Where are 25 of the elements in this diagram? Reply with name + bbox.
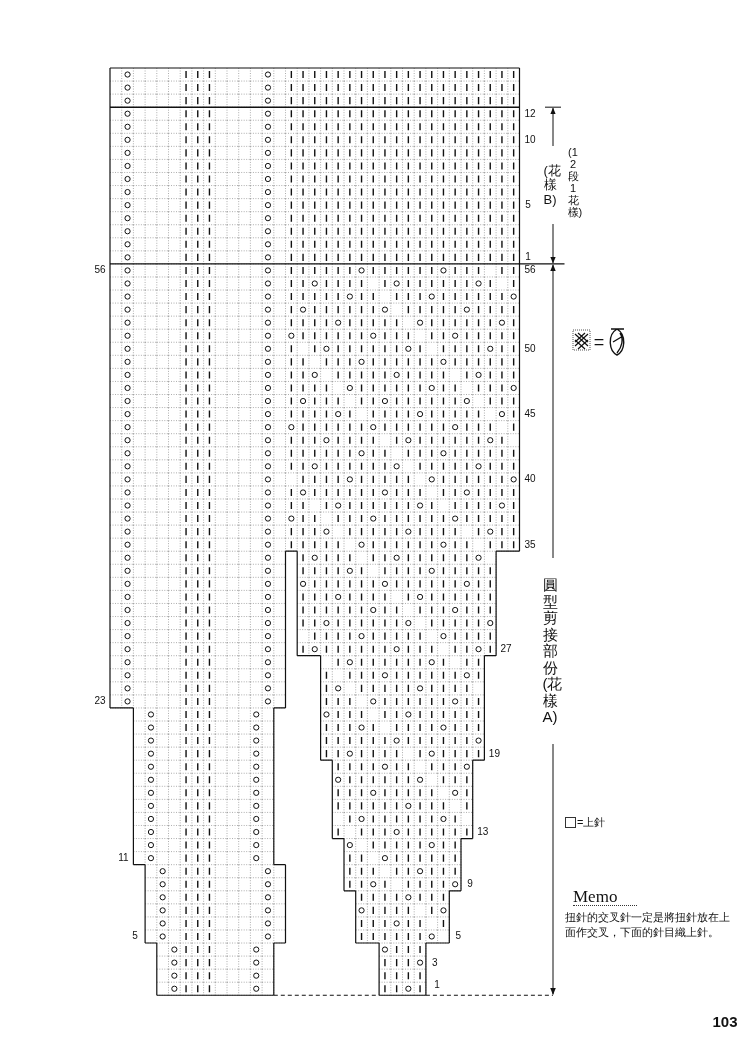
row-number: 35 (524, 539, 536, 550)
row-number: 27 (500, 644, 512, 655)
row-number: 45 (524, 409, 536, 420)
memo-heading: Memo (573, 888, 638, 906)
row-number: 3 (432, 957, 438, 968)
row-number: 10 (524, 134, 536, 145)
equals-sign: = (593, 333, 605, 351)
row-number: 23 (94, 696, 106, 707)
row-number: 5 (455, 931, 462, 942)
row-number: 9 (467, 879, 473, 890)
row-number: 40 (524, 474, 536, 485)
row-number: 56 (524, 265, 536, 276)
row-number: 56 (94, 265, 106, 276)
row-number: 5 (525, 200, 531, 211)
legend-text: =上針 (577, 815, 606, 830)
row-number: 11 (118, 853, 129, 864)
row-number: 19 (488, 748, 500, 759)
row-number: 5 (132, 931, 138, 942)
row-number: 13 (477, 827, 489, 837)
page-number: 103 (712, 1013, 738, 1029)
row-number: 1 (525, 252, 531, 263)
row-number: 50 (524, 343, 536, 354)
row-number: 12 (524, 108, 536, 119)
row-number: 1 (434, 980, 440, 990)
memo-note: 扭針的交叉針一定是將扭針放在上面作交叉，下面的針目織上針。 (565, 910, 731, 940)
